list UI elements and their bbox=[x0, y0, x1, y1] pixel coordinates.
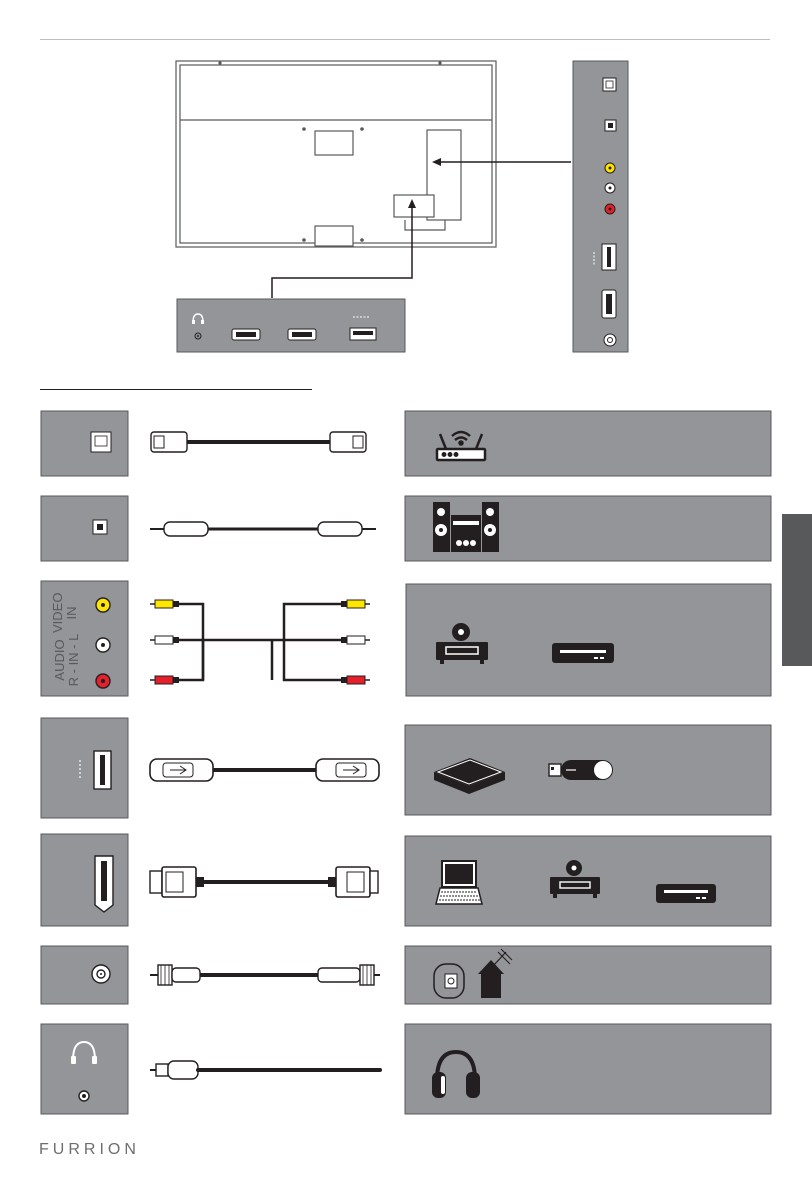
hdmi-row bbox=[41, 834, 771, 926]
brand-logo: FURRION bbox=[39, 1141, 140, 1159]
hdmi-port-icon bbox=[41, 834, 128, 926]
bottom-port-strip bbox=[177, 299, 405, 352]
audio-in-label: AUDIO R - IN - L bbox=[53, 624, 83, 696]
usb-row bbox=[41, 718, 771, 818]
blu-ray-player-icon bbox=[552, 643, 614, 663]
optical-row bbox=[41, 496, 771, 561]
laptop-icon bbox=[436, 861, 482, 904]
headphone-cable-icon bbox=[150, 1061, 380, 1079]
optical-cable-icon bbox=[150, 522, 376, 536]
coaxial-port-icon bbox=[41, 946, 128, 1004]
av-row bbox=[41, 581, 771, 696]
rca-cable-icon bbox=[150, 600, 370, 684]
usb-cable-icon bbox=[150, 759, 379, 781]
coaxial-cable-icon bbox=[150, 965, 380, 985]
chapter-side-tab bbox=[782, 514, 812, 666]
blu-ray-player-icon-2 bbox=[656, 884, 716, 903]
optical-port-icon bbox=[41, 496, 128, 561]
headphone-row bbox=[41, 1024, 771, 1114]
coax-row bbox=[41, 946, 771, 1004]
hdmi-cable-icon bbox=[150, 867, 378, 897]
tv-back-illustration bbox=[176, 61, 496, 247]
ethernet-cable-icon bbox=[151, 432, 366, 452]
usb-port-icon bbox=[41, 718, 128, 818]
side-port-strip bbox=[573, 61, 628, 352]
lan-port-icon bbox=[41, 411, 128, 476]
lan-row bbox=[41, 411, 771, 476]
